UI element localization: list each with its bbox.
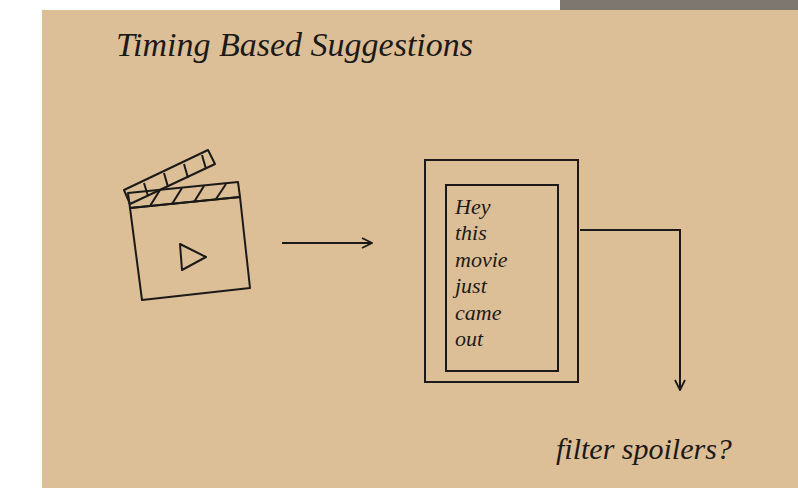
play-symbol — [180, 244, 206, 270]
phone-screen: Hey this movie just came out — [445, 184, 559, 372]
clapper-stripe — [216, 184, 226, 199]
flow-arrow — [282, 242, 372, 244]
table-edge — [560, 0, 798, 10]
sketch-title: Timing Based Suggestions — [116, 26, 473, 64]
clapper-stripe — [194, 186, 204, 202]
note-label: filter spoilers? — [556, 432, 732, 466]
clapper-stripe — [164, 173, 168, 187]
clapper-bar — [128, 182, 240, 208]
flow-arrow — [580, 230, 680, 390]
clapper-stripe — [184, 164, 188, 178]
clapper-stripe — [172, 188, 182, 204]
message-text: Hey this movie just came out — [455, 194, 527, 352]
clapper-body — [130, 197, 250, 300]
paper-ground — [42, 10, 798, 488]
clapper-stripe — [144, 183, 148, 196]
clapper-arm — [124, 150, 215, 204]
clapperboard-icon — [124, 150, 250, 300]
clapper-stripe — [202, 155, 206, 169]
phone-outline — [425, 160, 578, 382]
